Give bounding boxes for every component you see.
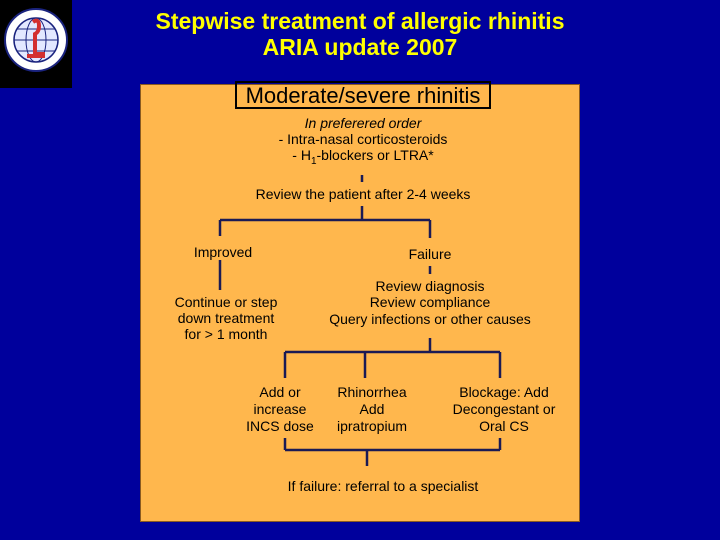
add-incs-line-1: Add or xyxy=(259,384,301,400)
continue-line-1: Continue or step xyxy=(174,294,278,310)
title-line-1: Stepwise treatment of allergic rhinitis xyxy=(155,8,565,34)
review-compliance: Review compliance xyxy=(369,294,491,310)
severity-heading: Moderate/severe rhinitis xyxy=(245,83,481,108)
blockage-line-3: Oral CS xyxy=(479,418,529,434)
h1-subscript: 1 xyxy=(310,155,317,167)
continue-line-3: for > 1 month xyxy=(184,326,268,342)
slide-title: Stepwise treatment of allergic rhinitis … xyxy=(80,8,640,60)
improved-label: Improved xyxy=(193,244,253,260)
initial-incs: - Intra-nasal corticosteroids xyxy=(278,131,448,147)
globe-logo-icon xyxy=(4,8,68,72)
failure-label: Failure xyxy=(408,246,452,262)
rhinorrhea-line-3: ipratropium xyxy=(336,418,408,434)
add-incs-line-3: INCS dose xyxy=(246,418,314,434)
review-step: Review the patient after 2-4 weeks xyxy=(255,186,471,202)
initial-order-label: In preferered order xyxy=(304,115,422,131)
add-incs-line-2: increase xyxy=(253,401,307,417)
review-diagnosis: Review diagnosis xyxy=(375,278,485,294)
h1-suffix: -blockers or LTRA* xyxy=(316,147,434,163)
referral-step: If failure: referral to a specialist xyxy=(287,478,479,494)
heading-box xyxy=(235,81,491,109)
aria-logo xyxy=(0,0,72,88)
h1-prefix: - H xyxy=(292,147,311,163)
continue-line-2: down treatment xyxy=(177,310,275,326)
query-infections: Query infections or other causes xyxy=(329,311,531,327)
rhinorrhea-line-1: Rhinorrhea xyxy=(337,384,407,400)
rhinorrhea-line-2: Add xyxy=(359,401,385,417)
blockage-line-1: Blockage: Add xyxy=(459,384,549,400)
title-line-2: ARIA update 2007 xyxy=(262,34,458,60)
initial-h1-blockers: - H1-blockers or LTRA* xyxy=(230,147,496,170)
blockage-line-2: Decongestant or xyxy=(452,401,556,417)
